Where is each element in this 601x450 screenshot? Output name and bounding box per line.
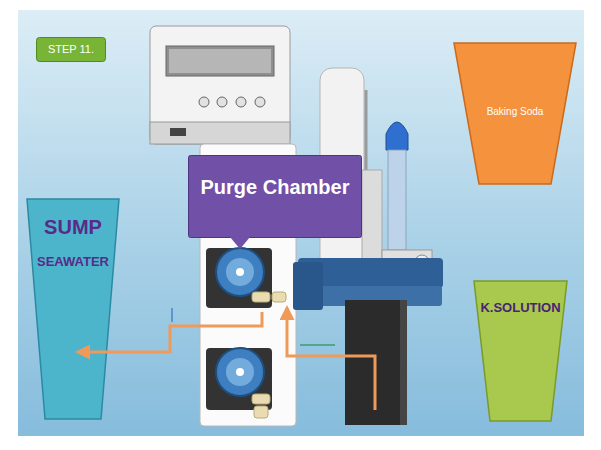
reactor-plate [293,262,323,310]
flow-arrow [287,308,375,410]
trapezoid [27,199,119,419]
tube-fitting [272,292,286,302]
tube-fitting [254,406,268,418]
pump-head [216,248,264,296]
pump-rotor [226,258,254,286]
button [236,97,246,107]
probe-cap [386,122,408,150]
controller-base [150,122,290,144]
tube-fitting [252,292,270,302]
tube [171,308,172,322]
pump-rotor [226,358,254,386]
pump-mount [206,348,272,410]
node-label: K.SOLUTION [480,301,560,316]
node-sublabel: SEAWATER [37,255,109,270]
container-trapezoid: Baking Soda [453,42,577,185]
pump-head [216,348,264,396]
chamber-edge [400,300,407,425]
box [37,38,106,62]
step-badge: STEP 11. [36,37,106,62]
pump-axle [236,368,244,376]
node-label: Baking Soda [487,106,544,118]
callout-pointer [230,237,250,249]
trapezoid [474,281,567,421]
node-label: STEP 11. [48,43,94,56]
pump-axle [236,268,244,276]
lcd-screen [169,49,271,73]
trapezoid [454,43,576,184]
port [170,128,186,136]
container-trapezoid: K.SOLUTION [473,280,568,422]
node-label: SUMP [44,216,102,239]
button [199,97,209,107]
reaction-chamber [345,300,407,425]
slide-panel [18,10,584,436]
button [255,97,265,107]
callout-box: Purge Chamber [188,155,362,238]
container-trapezoid: SUMP SEAWATER [26,198,120,420]
tube-fitting [252,394,270,404]
tube [300,344,335,346]
box [189,156,362,238]
node-label: Purge Chamber [201,176,350,199]
controller-housing [150,26,290,144]
lcd-frame [166,46,274,76]
probe-body [388,150,406,250]
pump-mount [206,248,272,308]
button [217,97,227,107]
